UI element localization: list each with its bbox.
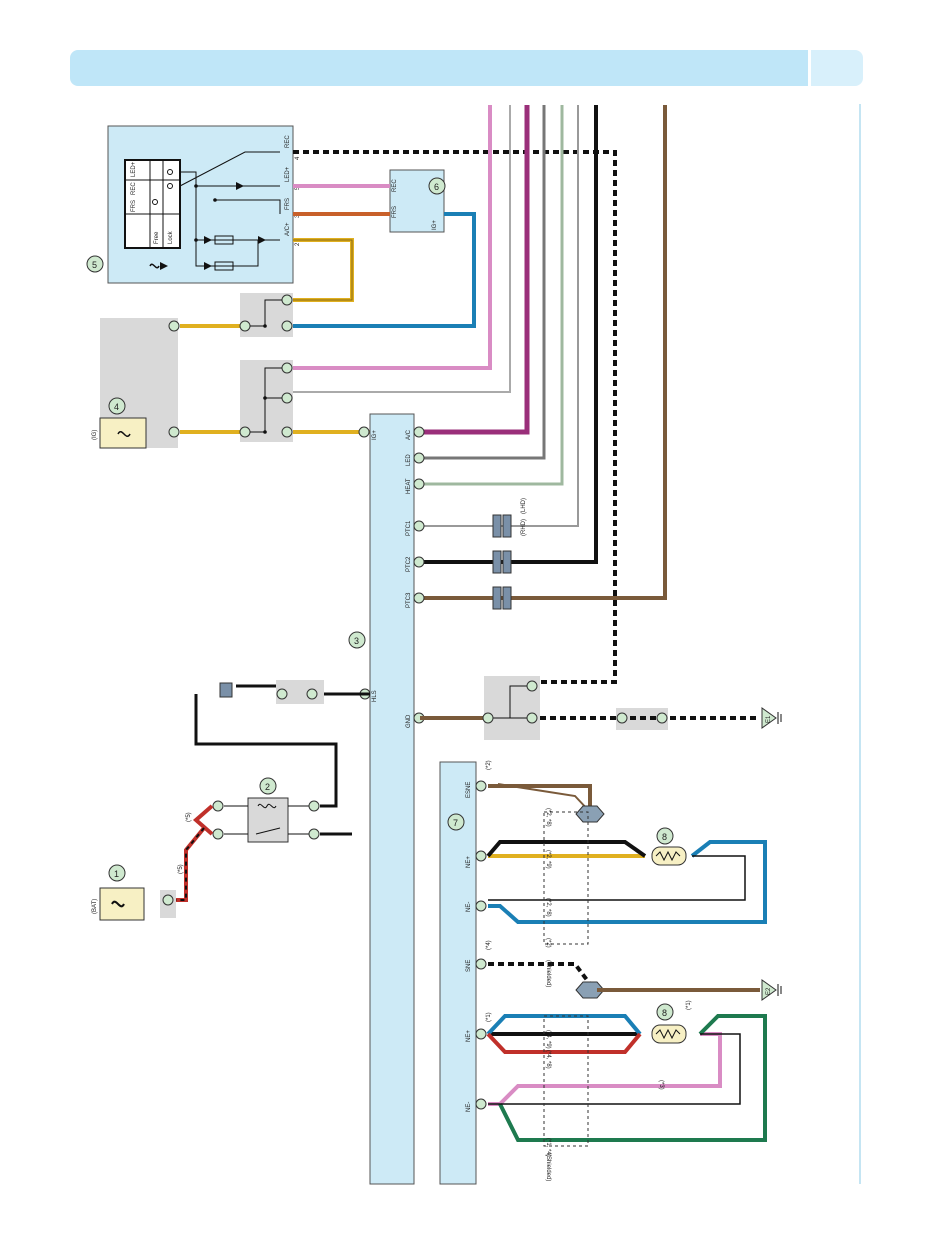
num-2: 2 (265, 782, 270, 792)
ecu7-pin-esne: ESNE (466, 782, 472, 798)
note-shielded-a: (Shielded) (545, 960, 551, 987)
ecu3-pin-hls: HLS (372, 690, 378, 702)
c6-pin-rec: REC (392, 179, 398, 192)
ecu3-pin-led: LED (406, 454, 412, 466)
note-s5-b: (*5) (186, 812, 192, 822)
ecu7-pin-neminus-b: NE- (466, 1102, 472, 1112)
note-n1-4: (*1, *4) (545, 1138, 551, 1157)
ecu3-pin-ac: A/C (406, 429, 412, 440)
sw5-pin-rec: REC (285, 135, 291, 148)
ground-block: E1 (420, 676, 782, 740)
ptc-connectors: (LHD) (RHD) (492, 498, 527, 610)
num-4: 4 (114, 402, 119, 412)
ecu3-pin-ptc2: PTC2 (406, 556, 412, 572)
note-n1-sensor: (*1) (686, 1000, 692, 1010)
right-rule (859, 104, 861, 1184)
sw5-pin-led: LED+ (285, 166, 291, 182)
table-rec: REC (131, 182, 137, 195)
num-3: 3 (354, 636, 359, 646)
component-6: REC FRS IG+ 6 (389, 169, 446, 233)
fuse-bat-1: 1 (BAT) (*5) (*5) (92, 812, 192, 921)
ecu3-pin-ig: IG+ (372, 430, 378, 440)
sw5-pin-ac: A/C+ (285, 222, 291, 236)
note-s5-a: (*5) (178, 864, 184, 874)
ecu3-pin-gnd: GND (406, 714, 412, 728)
sw5-pin-frs: FRS (285, 198, 291, 210)
sensor-8-lower (486, 962, 782, 1147)
fuse-ig-label: (IG) (92, 430, 98, 440)
note-rhd: (RHD) (521, 519, 527, 536)
note-n4-sne: (*4) (486, 940, 492, 950)
ecu7-pin-sne: SNE (466, 960, 472, 972)
ecu7-pin-neplus-a: NE+ (466, 856, 472, 868)
note-shielded-b: (Shielded) (545, 1154, 551, 1181)
num-8-lower: 8 (662, 1008, 667, 1018)
table-lock: Lock (168, 230, 174, 244)
sw5-num-2: 2 (295, 242, 301, 246)
ecu3-pin-ptc1: PTC1 (406, 520, 412, 536)
note-n2-8-a: (*2, *8) (545, 808, 551, 827)
ecu-component-7: 7 ESNE NE+ NE- SNE NE+ NE- (439, 761, 487, 1185)
wires-top (151, 105, 667, 684)
num-5: 5 (92, 260, 97, 270)
note-n2-8-b: (*2, *8) (545, 898, 551, 917)
fuse-bat-label: (BAT) (92, 899, 98, 914)
note-n3: (*3) (658, 1080, 664, 1090)
num-1: 1 (114, 869, 119, 879)
switch-component-5: FRS LED+ REC Free Lock REC LED+ FRS A/C+… (86, 125, 301, 284)
c6-pin-frs: FRS (392, 206, 398, 218)
table-free: Free (154, 231, 160, 244)
junction-blocks (239, 293, 370, 442)
note-n4-9: (*4, *9) (545, 1030, 551, 1049)
wire-notes: (*2, *8) (*2, *9) (*2, *8) (*2) (Shielde… (486, 760, 692, 1181)
note-lhd: (LHD) (521, 498, 527, 514)
note-n2-9: (*2, *9) (545, 850, 551, 869)
num-7: 7 (453, 818, 458, 828)
ground-e2: E2 (766, 987, 772, 995)
note-n2-esne: (*2) (486, 760, 492, 770)
ground-e1: E1 (766, 715, 772, 723)
num-8-upper: 8 (662, 832, 667, 842)
table-led: LED+ (131, 161, 137, 177)
table-frs: FRS (131, 200, 137, 212)
header-tab (811, 50, 863, 86)
ecu3-pin-heat: HEAT (406, 478, 412, 494)
hls-relay-circuit (166, 680, 370, 902)
ecu7-pin-neplus-b: NE+ (466, 1030, 472, 1042)
note-n2: (*2) (545, 938, 551, 948)
c6-pin-ig: IG+ (432, 220, 438, 230)
sw5-num-4: 4 (295, 156, 301, 160)
note-n4-8: (*4, *8) (545, 1050, 551, 1069)
header-bar (70, 50, 808, 86)
ecu3-pin-ptc3: PTC3 (406, 592, 412, 608)
ecu-component-3: 3 IG+ A/C LED HEAT PTC1 PTC2 PTC3 HLS GN… (348, 413, 425, 1185)
fuse-ig-4: (IG) 4 (92, 318, 180, 449)
ecu7-pin-neminus-a: NE- (466, 902, 472, 912)
note-n1-ne: (*1) (486, 1012, 492, 1022)
num-6: 6 (434, 182, 439, 192)
sensor-8-upper (486, 783, 767, 945)
